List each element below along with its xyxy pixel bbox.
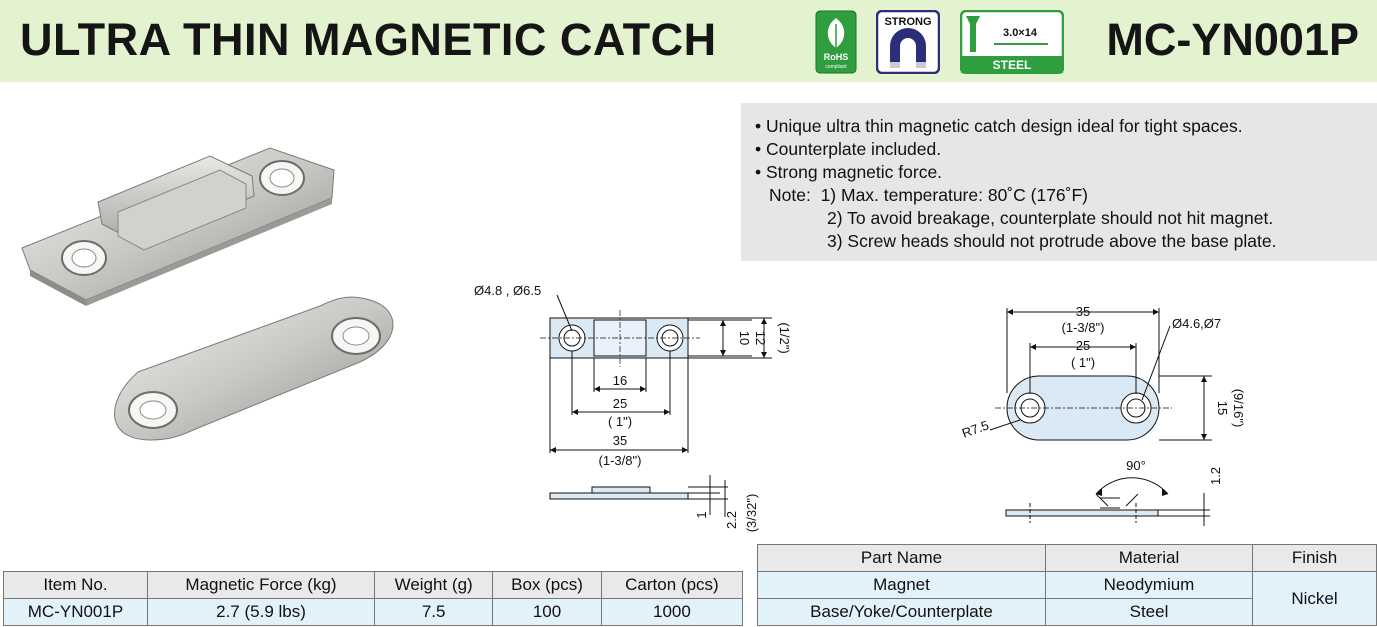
plate-dim-35: 35 xyxy=(1076,304,1090,319)
catch-dim-12-in: (1/2") xyxy=(777,322,790,353)
cell-weight: 7.5 xyxy=(374,598,494,626)
catch-dim-12: 12 xyxy=(753,331,768,345)
header-band: ULTRA THIN MAGNETIC CATCH RoHS compliant… xyxy=(0,0,1377,82)
cell-material: Steel xyxy=(1045,598,1253,626)
col-weight: Weight (g) xyxy=(374,571,494,599)
cell-material: Neodymium xyxy=(1045,571,1253,599)
cell-item-no: MC-YN001P xyxy=(3,598,148,626)
note-label: Note: xyxy=(769,185,811,205)
material-header-row: Part Name Material Finish xyxy=(757,544,1377,572)
catch-dim-2-2-in: (3/32") xyxy=(744,494,759,533)
catch-dim-25-in: ( 1") xyxy=(608,414,632,429)
feature-bullet: • Strong magnetic force. xyxy=(755,162,943,182)
catch-dim-2-2: 2.2 xyxy=(724,511,739,529)
catch-dim-10: 10 xyxy=(737,331,752,345)
plate-dim-1-2: 1.2 xyxy=(1208,467,1223,485)
note-item: 1) Max. temperature: 80˚C (176˚F) xyxy=(820,185,1089,205)
strong-label: STRONG xyxy=(884,16,931,28)
catch-hole-dim: Ø4.8 , Ø6.5 xyxy=(474,283,541,298)
table-row: Base/Yoke/Counterplate Steel xyxy=(757,598,1377,626)
model-number: MC-YN001P xyxy=(1106,14,1359,65)
plate-angle-dim: 90° xyxy=(1126,458,1146,473)
table-row: MC-YN001P 2.7 (5.9 lbs) 7.5 100 1000 xyxy=(3,598,744,626)
steel-screw-badge-icon: 3.0×14 STEEL xyxy=(960,10,1064,74)
rohs-sublabel: compliant xyxy=(825,64,847,70)
catch-dim-16: 16 xyxy=(613,373,627,388)
feature-bullet: • Unique ultra thin magnetic catch desig… xyxy=(755,116,1243,136)
col-magnetic-force: Magnetic Force (kg) xyxy=(146,571,376,599)
counterplate-technical-drawing: 35 (1-3/8") 25 ( 1") Ø4.6,Ø7 R7.5 15 (9/… xyxy=(960,304,1246,526)
counterplate-side-view xyxy=(1005,509,1159,517)
cell-part: Magnet xyxy=(757,571,1046,599)
plate-dim-15-in: (9/16") xyxy=(1231,389,1246,428)
cell-box: 100 xyxy=(492,598,602,626)
cell-carton: 1000 xyxy=(600,598,744,626)
steel-label: STEEL xyxy=(993,58,1032,72)
note-item: 3) Screw heads should not protrude above… xyxy=(827,231,1277,251)
product-photo xyxy=(21,147,394,441)
counterplate xyxy=(114,296,394,441)
catch-dim-25: 25 xyxy=(613,396,627,411)
feature-note: Note: 1) Max. temperature: 80˚C (176˚F) xyxy=(755,184,1377,207)
table-row: Magnet Neodymium Nickel xyxy=(757,571,1377,626)
col-part-name: Part Name xyxy=(757,544,1046,572)
plate-dim-25: 25 xyxy=(1076,338,1090,353)
rohs-label: RoHS xyxy=(824,52,849,62)
cell-part: Base/Yoke/Counterplate xyxy=(757,598,1046,626)
col-material: Material xyxy=(1045,544,1253,572)
plate-dim-25-in: ( 1") xyxy=(1071,355,1095,370)
cell-finish: Nickel xyxy=(1252,571,1377,626)
plate-dim-35-in: (1-3/8") xyxy=(1062,320,1105,335)
catch-technical-drawing: Ø4.8 , Ø6.5 16 25 ( 1") 35 (1-3/8") 10 1… xyxy=(474,283,790,533)
features-box: • Unique ultra thin magnetic catch desig… xyxy=(741,103,1377,261)
page-title: ULTRA THIN MAGNETIC CATCH xyxy=(20,14,717,65)
strong-magnet-badge-icon: STRONG xyxy=(876,10,940,74)
catch-side-view xyxy=(549,492,689,500)
plate-radius-dim: R7.5 xyxy=(960,417,991,440)
plate-hole-dim: Ø4.6,Ø7 xyxy=(1172,316,1221,331)
feature-bullet: • Counterplate included. xyxy=(755,139,942,159)
note-item: 2) To avoid breakage, counterplate shoul… xyxy=(827,208,1274,228)
col-carton: Carton (pcs) xyxy=(600,571,744,599)
cell-magnetic-force: 2.7 (5.9 lbs) xyxy=(146,598,376,626)
spec-table: Item No. Magnetic Force (kg) Weight (g) … xyxy=(3,571,744,626)
col-item-no: Item No. xyxy=(3,571,148,599)
spec-header-row: Item No. Magnetic Force (kg) Weight (g) … xyxy=(3,571,744,599)
catch-dim-35-in: (1-3/8") xyxy=(599,453,642,468)
rohs-badge-icon: RoHS compliant xyxy=(815,10,857,74)
material-table: Part Name Material Finish Magnet Neodymi… xyxy=(757,544,1377,626)
col-finish: Finish xyxy=(1252,544,1377,572)
col-box: Box (pcs) xyxy=(492,571,602,599)
screw-size-label: 3.0×14 xyxy=(1003,27,1038,39)
plate-dim-15: 15 xyxy=(1215,401,1230,415)
catch-dim-1: 1 xyxy=(694,511,709,518)
catch-dim-35: 35 xyxy=(613,433,627,448)
